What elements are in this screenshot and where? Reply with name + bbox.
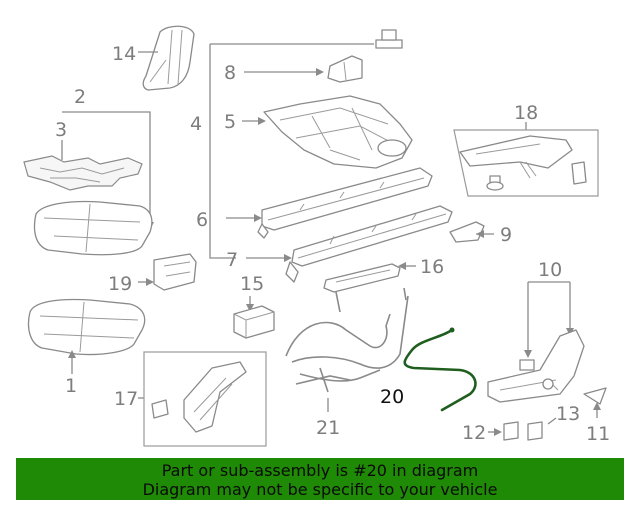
banner-line-2: Diagram may not be specific to your vehi… bbox=[142, 480, 498, 499]
part-19-bracket[interactable] bbox=[153, 253, 197, 291]
part-2-seat-cushion[interactable] bbox=[33, 200, 153, 256]
part-20-cable-highlighted[interactable] bbox=[403, 327, 477, 412]
callout-18: 18 bbox=[514, 102, 538, 124]
leader-13 bbox=[547, 417, 557, 425]
wire-harness[interactable] bbox=[285, 287, 409, 393]
arrow-1 bbox=[68, 350, 76, 358]
leader-4-bracket bbox=[209, 43, 374, 259]
arrow-9 bbox=[476, 230, 484, 238]
part-18-detail-box[interactable] bbox=[453, 129, 599, 197]
callout-8: 8 bbox=[224, 62, 236, 84]
part-8-bracket[interactable] bbox=[327, 55, 363, 83]
callout-7: 7 bbox=[226, 249, 238, 271]
arrow-6 bbox=[254, 214, 262, 222]
callout-9: 9 bbox=[500, 224, 512, 246]
callout-12: 12 bbox=[462, 422, 486, 444]
arrow-11 bbox=[593, 402, 601, 410]
callout-6: 6 bbox=[196, 209, 208, 231]
arrow-8 bbox=[316, 68, 324, 76]
callout-2: 2 bbox=[74, 86, 86, 108]
parts-diagram: 14 2 3 4 8 5 6 bbox=[23, 25, 610, 447]
part-21-nut-top[interactable] bbox=[375, 29, 403, 49]
callout-13: 13 bbox=[556, 403, 580, 425]
callout-17: 17 bbox=[114, 388, 138, 410]
banner-line-1: Part or sub-assembly is #20 in diagram bbox=[161, 461, 479, 480]
part-12-clip[interactable] bbox=[503, 421, 519, 441]
arrow-5 bbox=[258, 117, 266, 125]
arrow-16 bbox=[398, 262, 406, 270]
callout-10: 10 bbox=[538, 259, 562, 281]
callout-21: 21 bbox=[316, 417, 340, 439]
arrow-10a bbox=[524, 350, 532, 358]
notice-banner: Part or sub-assembly is #20 in diagram D… bbox=[16, 458, 624, 500]
part-10-recliner[interactable] bbox=[487, 329, 585, 403]
part-7-seat-track-rail[interactable] bbox=[285, 205, 453, 283]
callout-20: 20 bbox=[380, 386, 404, 408]
leader-2-bracket bbox=[62, 111, 151, 224]
part-3-heater-mat[interactable] bbox=[23, 155, 143, 191]
callout-5: 5 bbox=[224, 111, 236, 133]
callout-1: 1 bbox=[65, 375, 77, 397]
part-16-bracket[interactable] bbox=[323, 263, 401, 293]
arrow-7 bbox=[284, 254, 292, 262]
callout-11: 11 bbox=[586, 423, 610, 445]
part-1-seat-cushion-assy[interactable] bbox=[27, 298, 146, 356]
callout-16: 16 bbox=[420, 256, 444, 278]
callout-15: 15 bbox=[240, 273, 264, 295]
part-11-cover[interactable] bbox=[583, 387, 607, 405]
arrow-12 bbox=[494, 428, 502, 436]
part-17-detail-box[interactable] bbox=[143, 351, 267, 447]
callout-14: 14 bbox=[112, 43, 136, 65]
part-15-module[interactable] bbox=[233, 305, 275, 339]
part-14-seatback-panel[interactable] bbox=[142, 25, 195, 91]
callout-4: 4 bbox=[190, 113, 202, 135]
part-5-seat-frame[interactable] bbox=[263, 95, 413, 169]
arrow-19 bbox=[146, 278, 154, 286]
leader-10-bracket bbox=[527, 281, 571, 352]
callout-19: 19 bbox=[108, 273, 132, 295]
callout-3: 3 bbox=[55, 119, 67, 141]
part-13-clip[interactable] bbox=[527, 421, 543, 441]
arrow-15 bbox=[246, 304, 254, 312]
part-9-bracket[interactable] bbox=[449, 221, 485, 243]
part-6-seat-track-rail[interactable] bbox=[257, 167, 433, 239]
